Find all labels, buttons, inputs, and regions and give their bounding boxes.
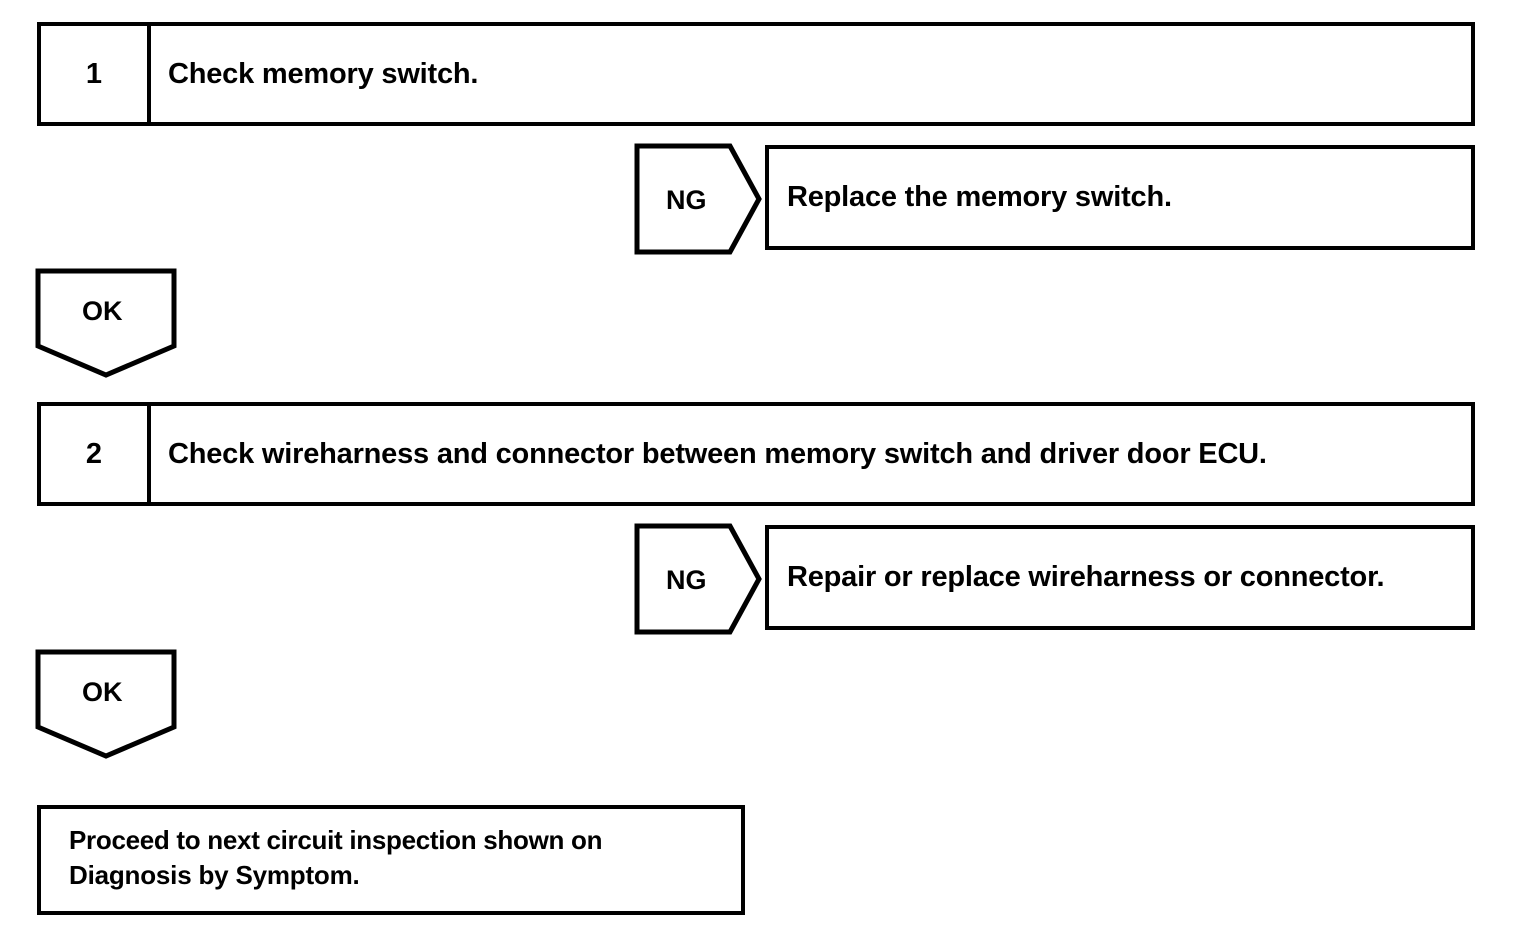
ok-arrow-1-shape [35,268,177,378]
step-1-number: 1 [41,26,151,122]
ng-result-2-box: Repair or replace wireharness or connect… [765,525,1475,630]
ng-arrow-1-shape [634,143,762,255]
step-1-box: 1 Check memory switch. [37,22,1475,126]
ok-arrow-2-label: OK [82,677,123,707]
ok-arrow-1-label: OK [82,296,123,326]
final-action-line-1: Proceed to next circuit inspection shown… [69,825,603,855]
step-1-text: Check memory switch. [168,57,479,90]
ng-arrow-2-shape [634,523,762,635]
step-2-number: 2 [41,406,151,502]
ng-arrow-2-label: NG [666,565,707,595]
final-action-box: Proceed to next circuit inspection shown… [37,805,745,915]
final-action-line-2: Diagnosis by Symptom. [69,859,360,890]
ng-arrow-1-label: NG [666,185,707,215]
step-2-text: Check wireharness and connector between … [168,437,1267,470]
ng-arrow-1: NG [634,143,762,255]
ok-arrow-2: OK [35,649,181,761]
ok-arrow-2-shape [35,649,177,759]
step-2-box: 2 Check wireharness and connector betwee… [37,402,1475,506]
ng-arrow-2: NG [634,523,762,635]
ok-arrow-1: OK [35,268,181,380]
ng-result-1-box: Replace the memory switch. [765,145,1475,250]
